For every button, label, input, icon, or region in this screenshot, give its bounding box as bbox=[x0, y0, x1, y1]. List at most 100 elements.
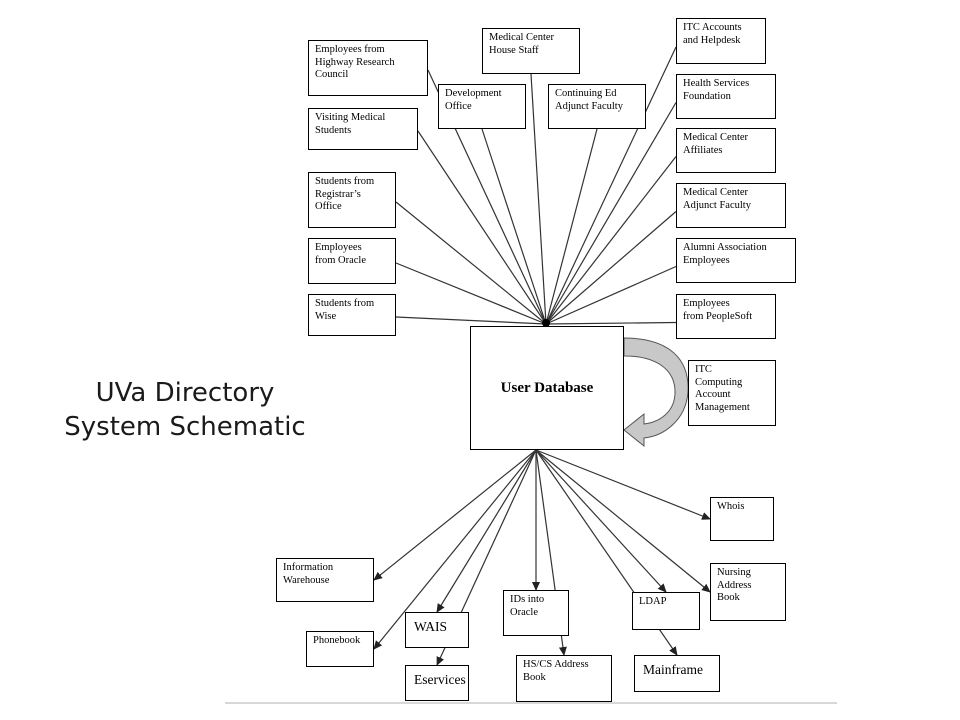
source-node-mchs-label-line: House Staff bbox=[489, 44, 539, 56]
source-node-reg-label-line: Office bbox=[315, 201, 342, 212]
itc-account-management-node-label-line: Computing bbox=[695, 376, 743, 388]
connector-ced bbox=[545, 128, 598, 325]
target-node-main: Mainframe bbox=[634, 655, 720, 692]
connector-dev bbox=[481, 128, 547, 325]
connector-mchs bbox=[530, 73, 547, 325]
user-database-node: User Database bbox=[470, 326, 624, 450]
source-node-vms-label-line: Visiting Medical bbox=[315, 112, 386, 123]
connector-alum bbox=[545, 265, 677, 325]
target-node-whois: Whois bbox=[710, 497, 774, 541]
output-connector-iw bbox=[373, 449, 537, 581]
target-node-wais-label-line: WAIS bbox=[414, 619, 447, 634]
loop-arrow bbox=[623, 337, 689, 448]
target-node-nab-label-line: Address bbox=[717, 579, 752, 591]
source-node-oracle-label-line: from Oracle bbox=[315, 254, 367, 266]
target-node-whois-label-line: Whois bbox=[717, 501, 745, 512]
output-connector-nab bbox=[535, 449, 711, 593]
slide-title-line2: System Schematic bbox=[64, 412, 306, 442]
source-node-hrc-label-line: Council bbox=[315, 69, 349, 80]
source-node-oracle-label-line: Employees bbox=[315, 242, 362, 253]
source-node-alum-label-line: Alumni Association bbox=[683, 242, 767, 253]
target-node-phone-label-line: Phonebook bbox=[313, 635, 361, 646]
target-node-ids-label-line: IDs into bbox=[510, 594, 545, 605]
target-node-hscs-label-line: Book bbox=[523, 671, 546, 683]
connector-hsf bbox=[545, 102, 677, 325]
connector-vms bbox=[417, 130, 547, 325]
output-connector-wais bbox=[436, 449, 537, 613]
target-node-ldap: LDAP bbox=[632, 592, 700, 630]
connector-oracle bbox=[395, 262, 547, 325]
connector-mcaf bbox=[545, 211, 677, 325]
output-connector-phone bbox=[373, 449, 537, 650]
target-node-eserv-label-line: Eservices bbox=[414, 672, 466, 687]
source-node-itca-label-line: ITC Accounts bbox=[683, 22, 742, 33]
target-node-phone: Phonebook bbox=[306, 631, 374, 667]
input-hub-dot bbox=[542, 319, 550, 327]
itc-account-management-node-label-line: Account bbox=[695, 389, 731, 400]
source-node-reg-label-line: Students from bbox=[315, 176, 375, 187]
source-node-mchs-label-line: Medical Center bbox=[489, 32, 555, 43]
slide-title-line1: UVa Directory bbox=[95, 378, 275, 408]
source-node-vms-label-line: Students bbox=[315, 124, 352, 136]
target-node-ldap-label-line: LDAP bbox=[639, 596, 667, 607]
connector-mca bbox=[545, 156, 677, 325]
source-node-hsf-label-line: Health Services bbox=[683, 78, 750, 89]
connector-reg bbox=[395, 201, 547, 325]
source-node-mca-label-line: Affiliates bbox=[683, 144, 723, 156]
target-node-nab-label-line: Nursing bbox=[717, 567, 751, 578]
itc-account-management-node-label-line: Management bbox=[695, 401, 750, 413]
target-node-eserv: Eservices bbox=[405, 665, 469, 701]
slide-title: UVa Directory System Schematic bbox=[20, 376, 350, 444]
source-node-hrc-label-line: Highway Research bbox=[315, 56, 395, 68]
source-node-dev-label-line: Office bbox=[445, 100, 472, 112]
connector-wise bbox=[395, 316, 547, 325]
target-node-iw-label-line: Information bbox=[283, 562, 334, 573]
source-node-ps-label-line: from PeopleSoft bbox=[683, 310, 753, 322]
user-database-node-label-line: User Database bbox=[500, 380, 594, 396]
source-node-ced-label-line: Continuing Ed bbox=[555, 88, 617, 99]
output-connector-whois bbox=[535, 449, 711, 520]
target-node-nab-label-line: Book bbox=[717, 592, 740, 603]
target-node-hscs-label-line: HS/CS Address bbox=[523, 659, 589, 670]
source-node-wise-label-line: Wise bbox=[315, 310, 337, 322]
itc-account-management-node-label-line: ITC bbox=[695, 364, 712, 375]
target-node-wais: WAIS bbox=[405, 612, 469, 648]
source-node-hsf-label-line: Foundation bbox=[683, 90, 731, 102]
source-node-ced-label-line: Adjunct Faculty bbox=[555, 100, 623, 112]
target-node-main-label-line: Mainframe bbox=[643, 662, 703, 677]
source-node-hrc-label-line: Employees from bbox=[315, 44, 385, 55]
source-node-itca-label-line: and Helpdesk bbox=[683, 34, 741, 46]
source-node-mcaf-label-line: Adjunct Faculty bbox=[683, 199, 751, 211]
target-node-iw-label-line: Warehouse bbox=[283, 574, 330, 586]
source-node-ps-label-line: Employees bbox=[683, 298, 730, 309]
connector-ps bbox=[545, 321, 677, 325]
target-node-ids-label-line: Oracle bbox=[510, 606, 538, 618]
source-node-alum-label-line: Employees bbox=[683, 254, 730, 266]
source-node-wise-label-line: Students from bbox=[315, 298, 375, 309]
source-node-dev-label-line: Development bbox=[445, 88, 502, 99]
source-node-reg-label-line: Registrar’s bbox=[315, 188, 361, 200]
source-node-mca-label-line: Medical Center bbox=[683, 132, 749, 143]
connector-itca bbox=[545, 46, 677, 325]
